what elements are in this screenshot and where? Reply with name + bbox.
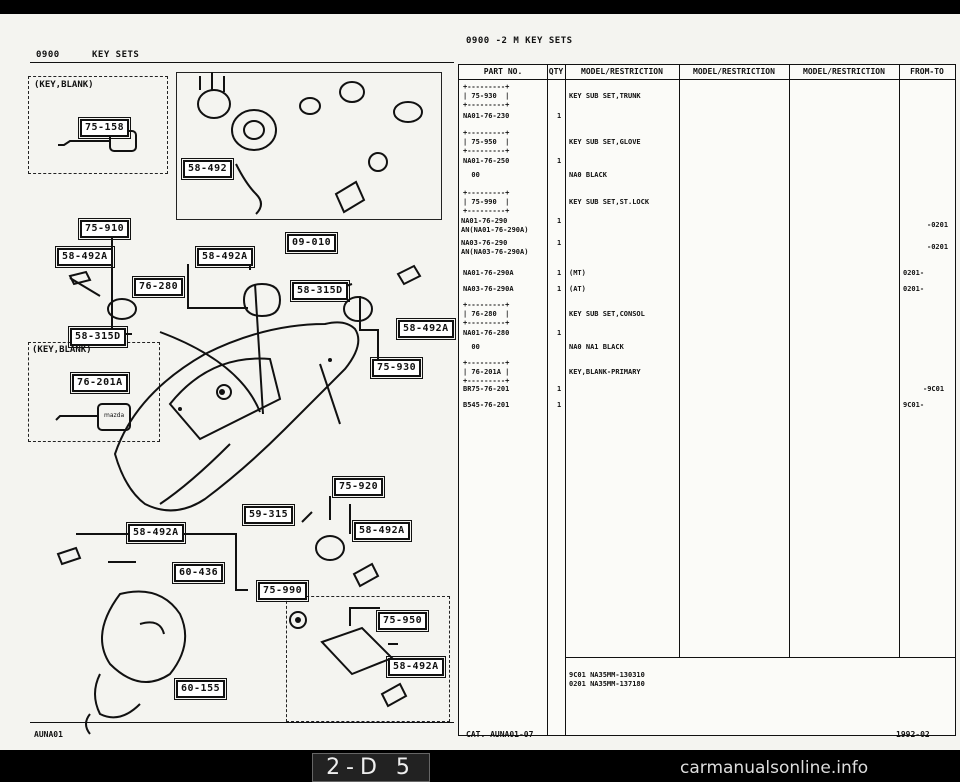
table-row-5-desc: KEY SUB SET,ST.LOCK	[569, 198, 650, 206]
table-row-3-qty: 1	[557, 157, 562, 165]
table-row-10-desc: KEY SUB SET,CONSOL	[569, 310, 645, 318]
table-row-14-part: BR75-76-201	[463, 385, 510, 393]
table-row-2-part: +---------+ | 75-950 | +---------+	[463, 129, 510, 155]
table-row-1-part: NA01-76-230	[463, 112, 510, 120]
table-row-2-desc: KEY SUB SET,GLOVE	[569, 138, 641, 146]
callout-58-492A-5: 58-492A	[126, 522, 186, 544]
divider	[30, 722, 454, 723]
callout-75-990: 75-990	[255, 580, 310, 602]
footer-date: 1992-02	[896, 730, 930, 739]
parts-table: PART NO. QTY MODEL/RESTRICTION MODEL/RES…	[458, 64, 956, 736]
col-part-no: PART NO.	[459, 65, 548, 80]
callout-60-436: 60-436	[171, 562, 226, 584]
callout-75-158: 75-158	[77, 117, 132, 139]
table-row-8-qty: 1	[557, 269, 562, 277]
lock-assembly-group	[176, 72, 442, 220]
table-row-4-desc: NA0 BLACK	[569, 171, 607, 179]
divider	[565, 79, 566, 735]
callout-58-315D-1: 58-315D	[290, 280, 350, 302]
col-model-3: MODEL/RESTRICTION	[789, 65, 900, 80]
note-2: 0201 NA35MM-137180	[569, 680, 645, 688]
table-row-3-part: NA01-76-250	[463, 157, 510, 165]
divider	[565, 657, 955, 658]
callout-60-155: 60-155	[173, 678, 228, 700]
table-row-0-part: +---------+ | 75-930 | +---------+	[463, 83, 510, 109]
table-row-7-from: -0201	[927, 243, 949, 251]
table-row-9-part: NA03-76-290A	[463, 285, 514, 293]
callout-59-315: 59-315	[241, 504, 296, 526]
header-rule	[30, 62, 454, 63]
page-number: 2-D 5	[312, 753, 430, 782]
divider	[679, 79, 680, 657]
table-row-4-part: 00	[463, 171, 480, 179]
key-blank-label-bottom: (KEY,BLANK)	[32, 345, 92, 355]
divider	[789, 79, 790, 657]
table-row-8-desc: (MT)	[569, 269, 586, 277]
glove-lock-group	[286, 596, 450, 722]
table-row-9-from: 0201-	[903, 285, 925, 293]
table-row-14-qty: 1	[557, 385, 562, 393]
col-model-2: MODEL/RESTRICTION	[679, 65, 790, 80]
callout-75-930: 75-930	[369, 357, 424, 379]
callout-58-492A-6: 58-492A	[386, 656, 446, 678]
table-row-5-part: +---------+ | 75-990 | +---------+	[463, 189, 510, 215]
footer-catalog: CAT. AUNA01-07	[466, 730, 534, 739]
divider	[547, 79, 548, 735]
page-heading: 0900 -2 M KEY SETS	[466, 36, 573, 46]
table-row-11-qty: 1	[557, 329, 562, 337]
callout-58-492A-1: 58-492A	[55, 246, 115, 268]
table-row-15-qty: 1	[557, 401, 562, 409]
key-logo: mazda	[104, 412, 125, 419]
section-code: 0900	[36, 50, 60, 60]
table-row-7-qty: 1	[557, 239, 562, 247]
table-row-15-from: 9C01-	[903, 401, 925, 409]
catalog-page: 0900 KEY SETS 0900 -2 M KEY SETS (KEY,BL…	[0, 14, 960, 750]
table-row-6-qty: 1	[557, 217, 562, 225]
exploded-diagram: (KEY,BLANK) (KEY,BLANK)	[0, 14, 456, 750]
callout-09-010: 09-010	[284, 232, 339, 254]
table-row-12-part: 00	[463, 343, 480, 351]
callout-76-280: 76-280	[131, 276, 186, 298]
callout-75-950: 75-950	[375, 610, 430, 632]
table-row-8-from: 0201-	[903, 269, 925, 277]
divider	[899, 79, 900, 657]
table-row-7-part: NA03-76-290 AN(NA03-76-290A)	[461, 239, 529, 256]
table-row-8-part: NA01-76-290A	[463, 269, 514, 277]
table-row-13-desc: KEY,BLANK-PRIMARY	[569, 368, 641, 376]
table-row-11-part: NA01-76-280	[463, 329, 510, 337]
table-row-15-part: B545-76-201	[463, 401, 510, 409]
table-row-9-desc: (AT)	[569, 285, 586, 293]
callout-75-920: 75-920	[331, 476, 386, 498]
callout-58-315D-2: 58-315D	[68, 326, 128, 348]
col-from-to: FROM-TO	[899, 65, 955, 80]
callout-58-492A-2: 58-492A	[195, 246, 255, 268]
table-row-6-from: -0201	[927, 221, 949, 229]
key-blank-group-top	[28, 76, 168, 174]
callout-58-492A-4: 58-492A	[352, 520, 412, 542]
parts-line-art	[55, 72, 423, 735]
callout-75-910: 75-910	[77, 218, 132, 240]
footer-code: AUNA01	[34, 730, 63, 739]
table-row-6-part: NA01-76-290 AN(NA01-76-290A)	[461, 217, 529, 234]
table-row-10-part: +---------+ | 76-280 | +---------+	[463, 301, 510, 327]
table-row-1-qty: 1	[557, 112, 562, 120]
table-row-13-part: +---------+ | 76-201A | +---------+	[463, 359, 510, 385]
callout-76-201A: 76-201A	[70, 372, 130, 394]
table-row-0-desc: KEY SUB SET,TRUNK	[569, 92, 641, 100]
note-1: 9C01 NA35MM-130310	[569, 671, 645, 679]
col-qty: QTY	[547, 65, 566, 80]
table-row-12-desc: NA0 NA1 BLACK	[569, 343, 624, 351]
table-row-14-from: -9C01	[923, 385, 945, 393]
callout-58-492: 58-492	[180, 158, 235, 180]
section-title: KEY SETS	[92, 50, 140, 60]
col-model-1: MODEL/RESTRICTION	[565, 65, 680, 80]
key-blank-label-top: (KEY,BLANK)	[34, 80, 94, 90]
callout-58-492A-3: 58-492A	[396, 318, 456, 340]
watermark: carmanualsonline.info	[680, 758, 869, 778]
table-row-9-qty: 1	[557, 285, 562, 293]
